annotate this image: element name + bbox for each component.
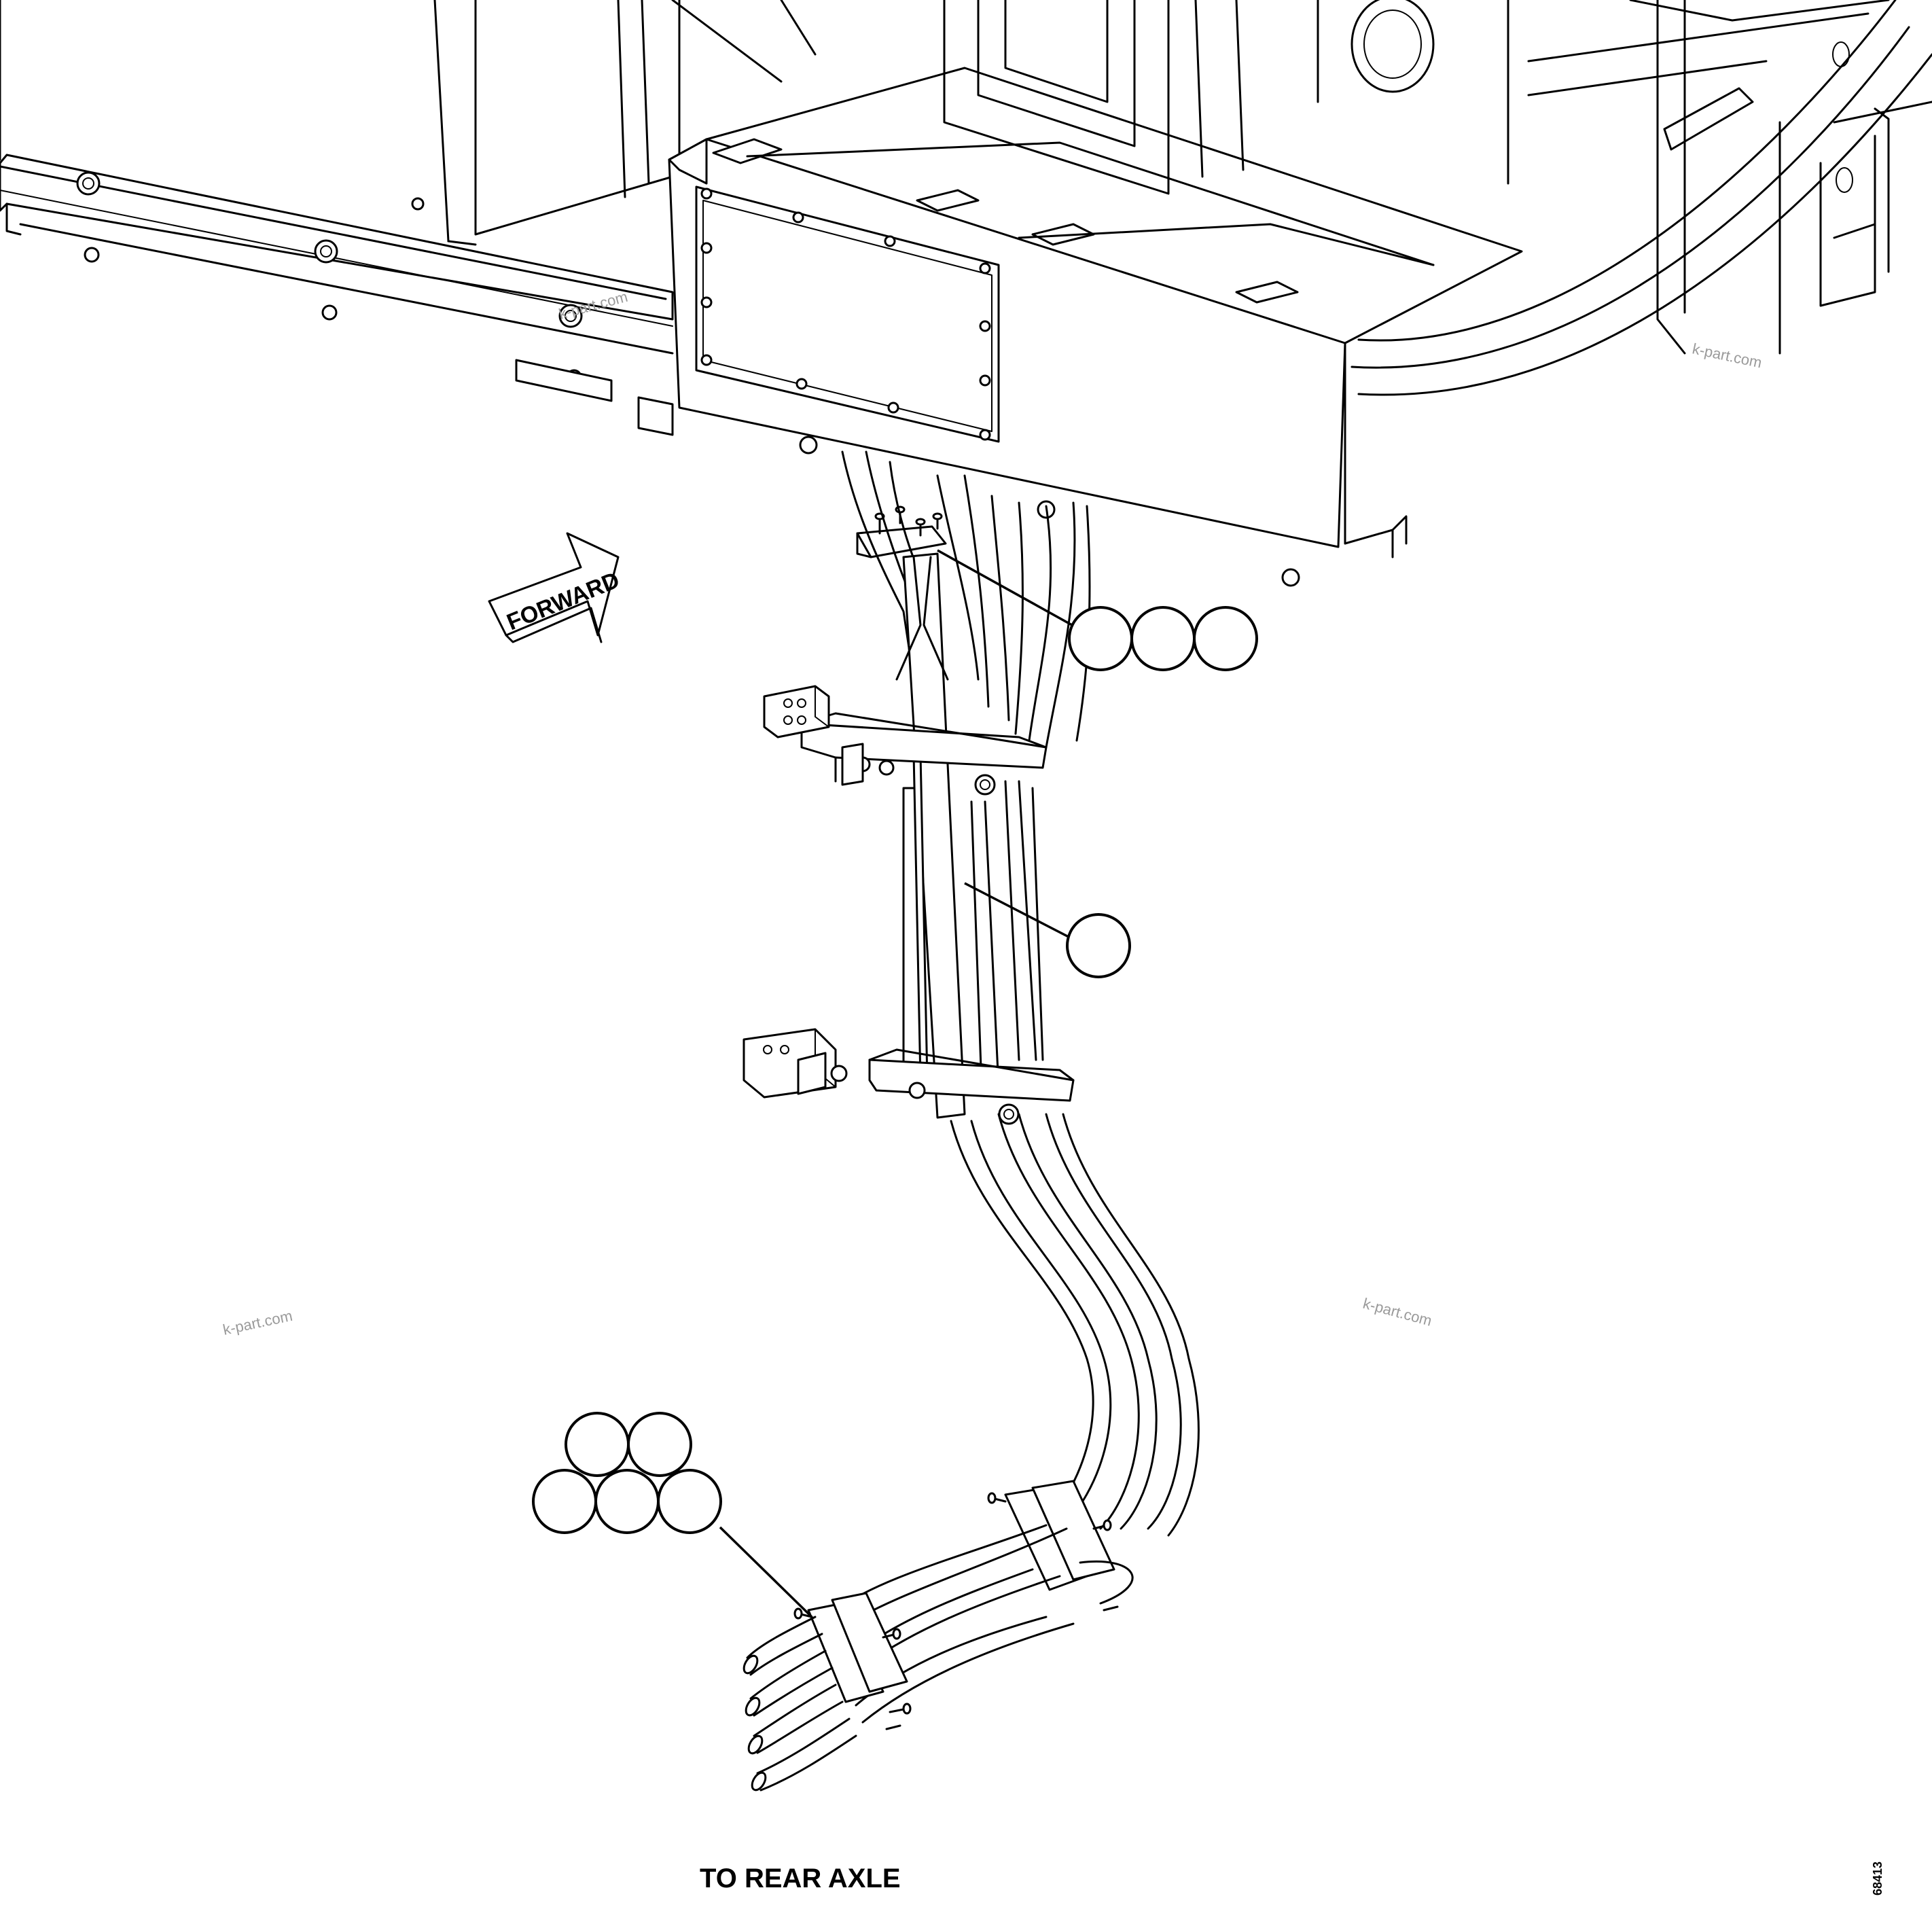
hoses-lower	[950, 1113, 1200, 1537]
watermark: k-part.com	[1361, 1295, 1434, 1330]
hose-ends	[743, 1616, 857, 1792]
cover-plate	[695, 185, 1000, 443]
upper-bracket	[856, 505, 947, 558]
enclosure-box	[515, 67, 1523, 587]
rear-clamp-upper	[987, 1480, 1119, 1612]
vertical-support	[743, 552, 1075, 1125]
cover-bolts	[700, 188, 991, 441]
machine-frame	[0, 0, 1932, 396]
drawing-code: 68413	[1871, 1862, 1884, 1895]
destination-label: TO REAR AXLE	[700, 1864, 901, 1893]
watermark: k-part.com	[1691, 340, 1764, 371]
hoses-upper	[841, 450, 1091, 749]
watermark: k-part.com	[221, 1307, 294, 1338]
vertical-support-callout	[964, 882, 1131, 978]
rear-clamp-lower	[793, 1592, 912, 1730]
lower-clamp-callouts	[532, 1412, 813, 1618]
upper-bracket-callouts	[937, 549, 1258, 671]
forward-arrow: FORWARD	[488, 532, 623, 643]
